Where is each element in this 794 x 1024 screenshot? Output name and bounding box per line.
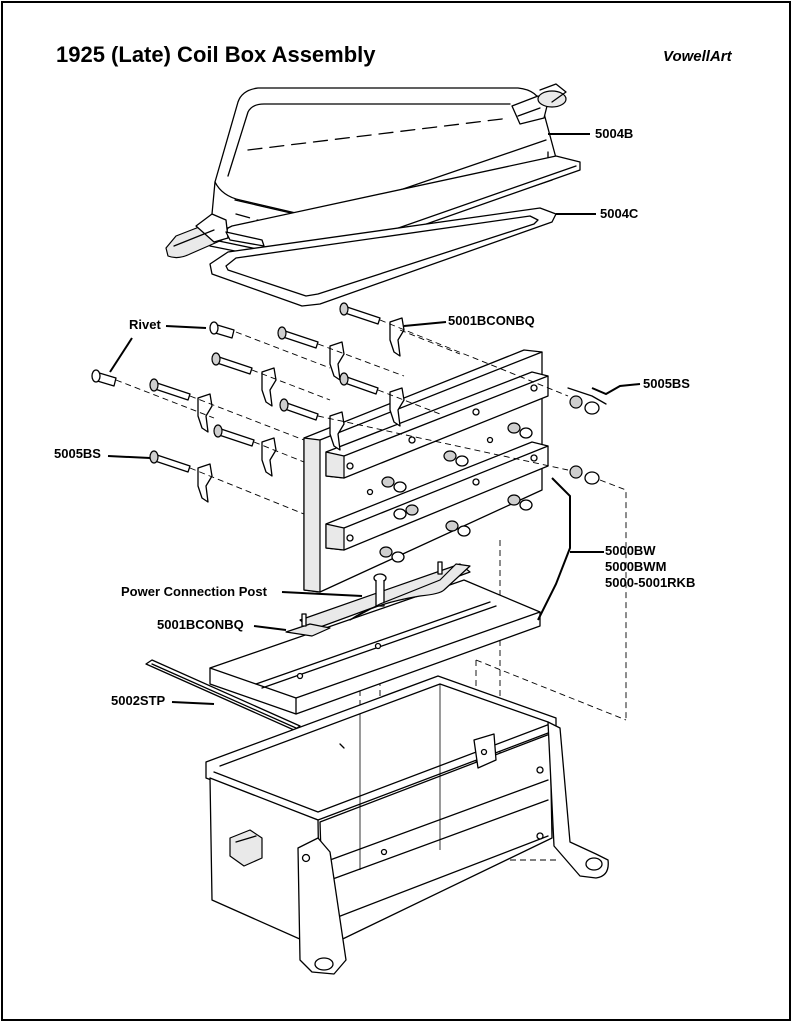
base-board (209, 563, 541, 715)
power-connection-post (285, 561, 471, 637)
label-part-rkb: 5000-5001RKB (605, 575, 696, 590)
support-strip (145, 659, 301, 731)
artist-credit: VowellArt (663, 48, 732, 65)
label-gasket: 5004C (600, 206, 639, 221)
page-title: 1925 (Late) Coil Box Assembly (56, 42, 376, 67)
machine-screws (149, 302, 381, 473)
coil-box-wood-panel (303, 349, 549, 593)
coil-box-metal-case (205, 675, 609, 975)
panel-nuts (379, 422, 533, 563)
label-screws-left: 5005BS (54, 446, 101, 461)
label-screws-right: 5005BS (643, 376, 690, 391)
connector-clips (197, 317, 405, 503)
label-connector-top: 5001BCONBQ (448, 313, 535, 328)
label-strip: 5002STP (111, 693, 166, 708)
coil-box-lid (209, 87, 581, 265)
lid-latch-left (165, 213, 265, 259)
label-part-bwm: 5000BWM (605, 559, 667, 574)
lid-latch-right (511, 83, 567, 125)
label-power-post: Power Connection Post (121, 584, 267, 599)
right-nut-group (567, 387, 607, 485)
rivets (91, 321, 235, 387)
lid-gasket (209, 207, 557, 307)
leader-lines (107, 133, 641, 705)
label-part-bw: 5000BW (605, 543, 656, 558)
label-rivet: Rivet (129, 317, 161, 332)
label-lid: 5004B (595, 126, 634, 141)
label-connector-mid: 5001BCONBQ (157, 617, 244, 632)
